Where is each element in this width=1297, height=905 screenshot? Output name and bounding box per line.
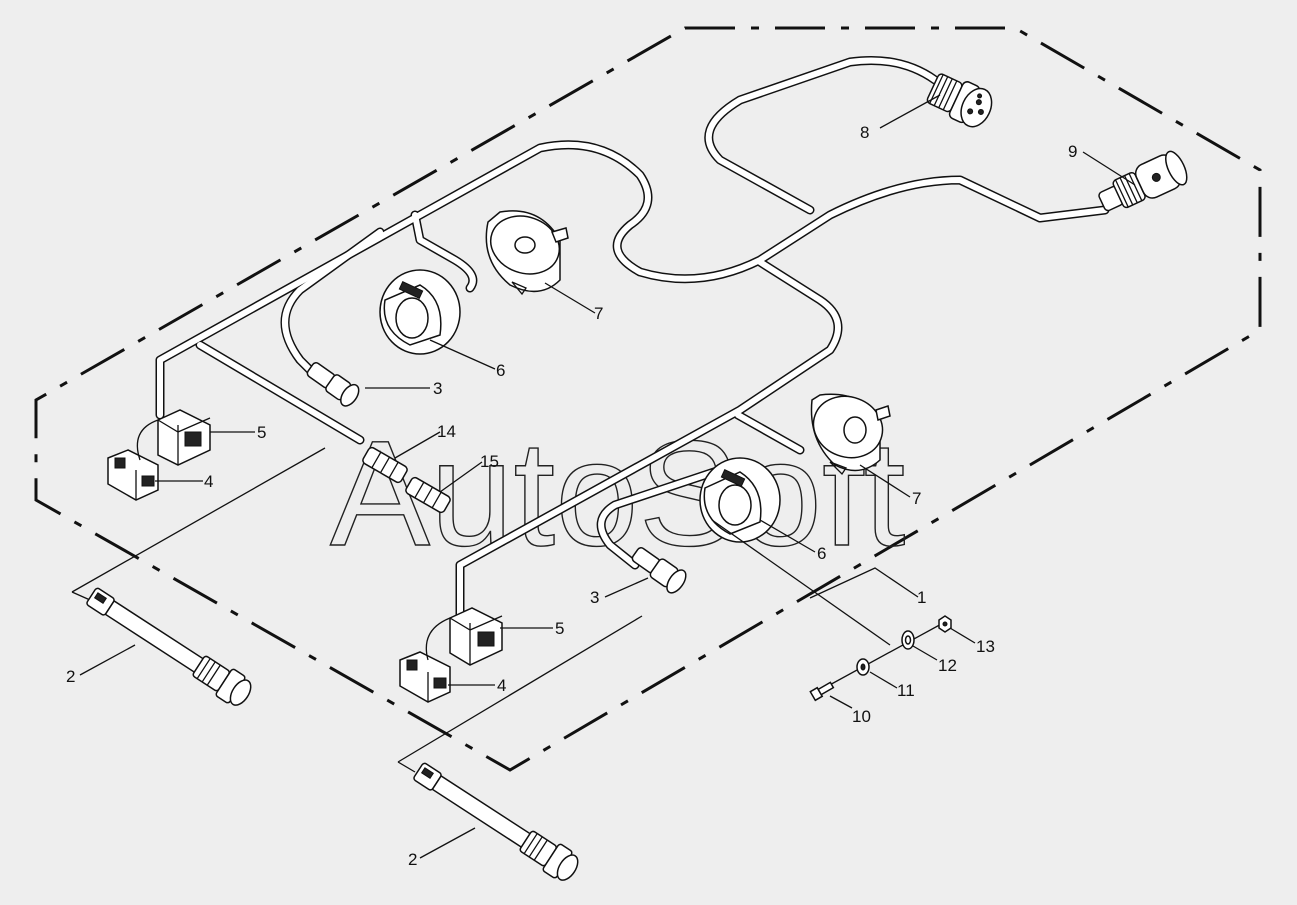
callout-7-upper: 7 <box>594 304 603 323</box>
callout-labels: 8 9 7 6 3 5 4 14 15 7 6 1 3 5 4 2 2 10 1… <box>66 123 1077 869</box>
inline-connector-upper <box>306 362 360 407</box>
bolt-10 <box>809 681 835 702</box>
callout-9: 9 <box>1068 142 1077 161</box>
sensor-cable-upper <box>71 447 326 706</box>
callout-7-lower: 7 <box>912 489 921 508</box>
fastener-axis-line <box>711 519 891 646</box>
lock-washer-11 <box>856 658 870 676</box>
socket-housing-lower <box>810 393 891 476</box>
callout-12: 12 <box>938 656 957 675</box>
connector-round-multipin <box>926 73 993 128</box>
trailer-socket-lower <box>699 457 781 543</box>
callout-2-lower: 2 <box>408 850 417 869</box>
callout-6-lower: 6 <box>817 544 826 563</box>
connector-block-5-lower <box>449 607 503 666</box>
leader-lines <box>79 94 1136 859</box>
callout-1: 1 <box>917 588 926 607</box>
callout-3-lower: 3 <box>590 588 599 607</box>
sensor-cable-lower <box>397 615 643 881</box>
callout-5-lower: 5 <box>555 619 564 638</box>
connector-plug-4-upper <box>107 449 159 501</box>
connector-plug <box>1098 150 1188 212</box>
callout-13: 13 <box>976 637 995 656</box>
socket-housing-upper <box>485 210 569 296</box>
callout-5-upper: 5 <box>257 423 266 442</box>
callout-10: 10 <box>852 707 871 726</box>
flat-connector-14 <box>362 446 408 484</box>
callout-3-upper: 3 <box>433 379 442 398</box>
trailer-socket-upper <box>379 269 461 355</box>
callout-15: 15 <box>480 452 499 471</box>
lead-wire-lower <box>425 617 451 661</box>
inline-connector-lower <box>631 547 687 594</box>
wiring-harness <box>155 55 1110 625</box>
flat-washer-12 <box>901 630 915 650</box>
callout-2-upper: 2 <box>66 667 75 686</box>
callout-4-lower: 4 <box>497 676 506 695</box>
assembly-boundary <box>34 26 1262 772</box>
nut-13 <box>938 615 952 633</box>
fastener-stack-line <box>814 621 946 694</box>
callout-6-upper: 6 <box>496 361 505 380</box>
flat-connector-15 <box>405 476 451 514</box>
callout-14: 14 <box>437 422 456 441</box>
connector-block-5-upper <box>157 409 211 466</box>
callout-11: 11 <box>897 681 915 700</box>
callout-8: 8 <box>860 123 869 142</box>
connector-plug-4-lower <box>399 651 451 703</box>
lead-wire-upper <box>136 419 159 461</box>
callout-4-upper: 4 <box>204 472 213 491</box>
